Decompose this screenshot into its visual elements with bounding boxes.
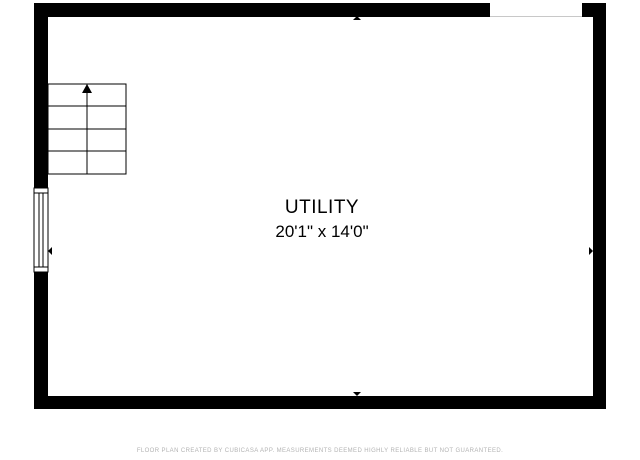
triangle-marker-icon [353,16,361,20]
stairs [47,83,127,175]
measure-markers [48,16,593,396]
room-name: UTILITY [285,197,359,218]
wall-left-lower [34,272,48,409]
room-dimensions: 20'1" x 14'0" [275,222,368,241]
window [33,187,49,273]
footer-disclaimer: FLOOR PLAN CREATED BY CUBICASA APP. MEAS… [136,448,504,454]
wall-bottom [34,396,606,409]
walls [34,3,606,409]
triangle-marker-icon [589,247,593,255]
wall-left-upper [34,3,48,188]
wall-right [593,3,606,409]
triangle-marker-icon [353,392,361,396]
wall-top-left [34,3,490,17]
triangle-marker-icon [48,247,52,255]
arrow-up-icon [82,84,92,93]
